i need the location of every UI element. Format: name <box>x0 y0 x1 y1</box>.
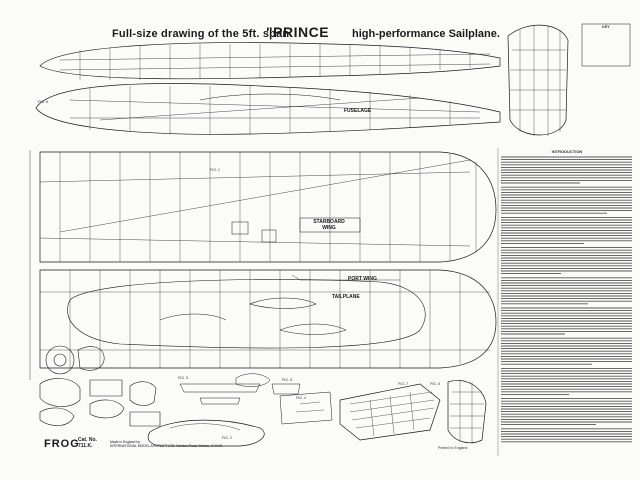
maker-line2: INTERNATIONAL MODEL AIRCRAFT LTD. Morden… <box>110 444 223 449</box>
title-left: Full-size drawing of the 5ft. span <box>112 28 290 40</box>
label-fig7: FIG. 7 <box>398 382 408 386</box>
label-fig4: FIG. 4 <box>296 396 306 400</box>
label-fig8: FIG. 8 <box>430 382 440 386</box>
label-starboard-wing: STARBOARD WING <box>313 219 345 231</box>
key-box: KEY <box>584 25 628 30</box>
printed-note: Printed in England <box>438 446 468 450</box>
label-fig2: FIG. 2 <box>222 436 232 440</box>
label-fig1: FIG. 1 <box>210 168 220 172</box>
cat-no-value: 711.K. <box>78 443 93 449</box>
label-tailplane: TAILPLANE <box>332 294 360 300</box>
instructions-body-texture <box>501 156 632 443</box>
label-port-wing: PORT WING <box>348 276 377 282</box>
label-fuselage: FUSELAGE <box>344 108 372 114</box>
label-fig5: FIG. 5 <box>282 378 292 382</box>
title-name: "PRINCE <box>266 24 330 40</box>
instructions-column: INTRODUCTION <box>500 150 634 450</box>
maker-line1: Made in England by <box>110 440 140 444</box>
title-right: high-performance Sailplane. <box>352 28 500 40</box>
instructions-heading: INTRODUCTION <box>551 150 583 154</box>
maker-credit: Made in England by INTERNATIONAL MODEL A… <box>110 440 223 448</box>
catalogue-number: Cat. No. 711.K. <box>78 437 97 449</box>
frog-logo: FROG <box>44 438 80 450</box>
label-fig3: FIG. 3 <box>178 376 188 380</box>
key-title: KEY <box>602 25 610 29</box>
cat-no-label: Cat. No. <box>78 437 97 443</box>
label-fig6: FIG. 6 <box>38 100 48 104</box>
